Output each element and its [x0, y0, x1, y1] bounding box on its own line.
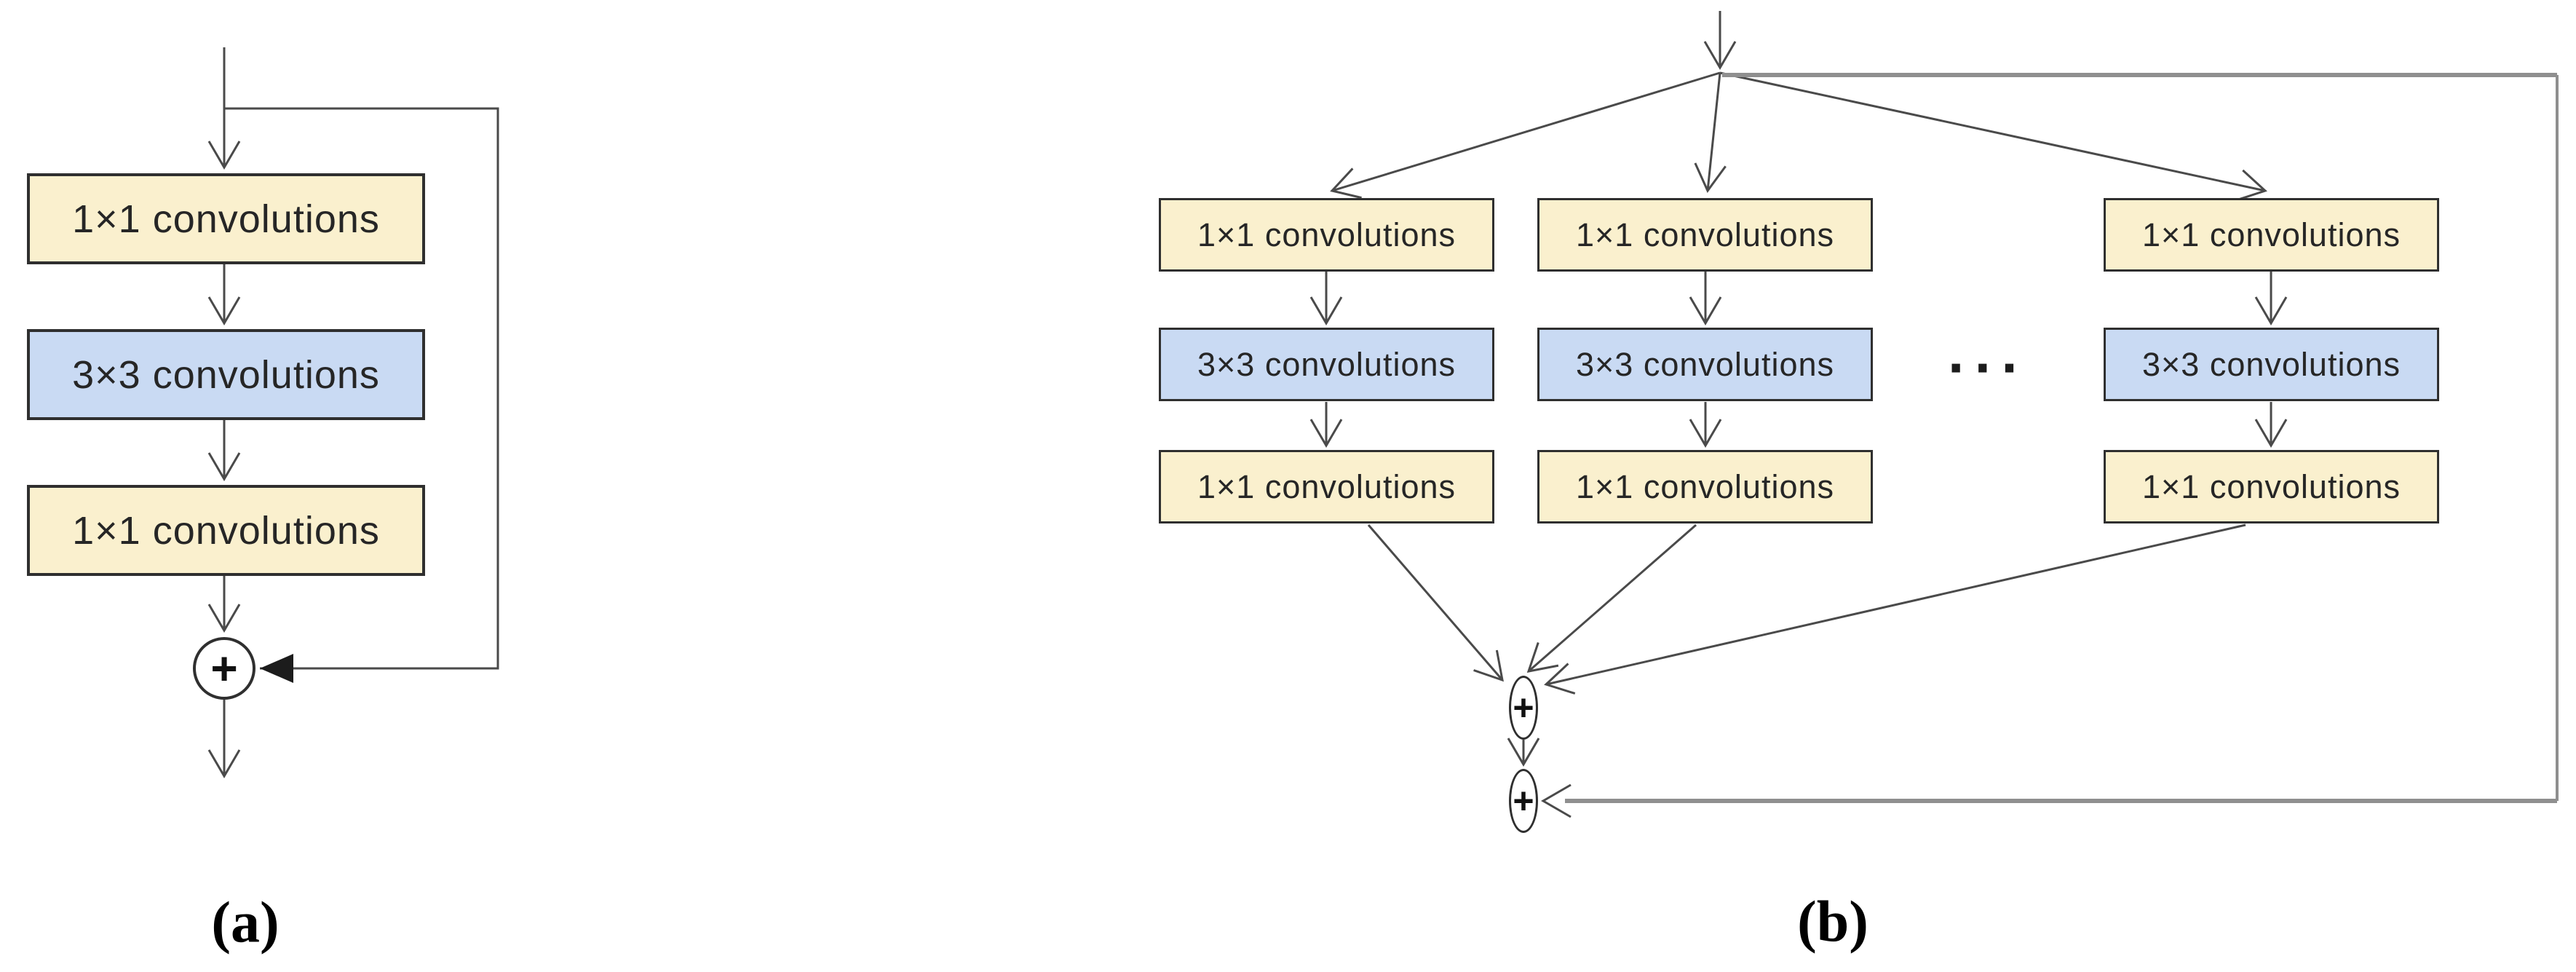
- b-branches-ellipsis: ···: [1948, 335, 2028, 400]
- b-branch3-conv3x3: 3×3 convolutions: [2104, 328, 2439, 401]
- b-split-right: [1719, 71, 2267, 202]
- b-split-left: [1330, 71, 1721, 199]
- panel-b-label: (b): [1797, 890, 1868, 955]
- panel-b-wires: [1309, 11, 2288, 818]
- a-add-operator: +: [193, 637, 255, 700]
- b-branch2-conv1x1-bottom: 1×1 convolutions: [1537, 450, 1873, 523]
- panel-a-label: (a): [211, 890, 280, 955]
- a-conv3x3-block: 3×3 convolutions: [27, 329, 425, 420]
- b-branch2-conv1x1-top: 1×1 convolutions: [1537, 198, 1873, 272]
- a-conv1x1-block-1: 1×1 convolutions: [27, 173, 425, 264]
- b-split-middle: [1694, 72, 1727, 193]
- b-merge-middle: [1526, 523, 1697, 673]
- b-branch3-conv1x1-bottom: 1×1 convolutions: [2104, 450, 2439, 523]
- b-add-operator-2: +: [1509, 769, 1538, 833]
- b-skip-arrowhead: [1541, 783, 1572, 818]
- a-plus-icon: +: [210, 642, 238, 695]
- a-conv1x1-block-2: 1×1 convolutions: [27, 485, 425, 576]
- b-branch1-conv3x3: 3×3 convolutions: [1159, 328, 1494, 401]
- b-plus-icon-2: +: [1513, 781, 1534, 821]
- b-plus-icon-1: +: [1513, 687, 1534, 728]
- b-merge-left: [1367, 524, 1504, 682]
- b-skip-connection: [1565, 73, 2559, 803]
- a-skip-connection: [224, 107, 499, 683]
- b-branch1-conv1x1-top: 1×1 convolutions: [1159, 198, 1494, 272]
- b-branch1-conv1x1-bottom: 1×1 convolutions: [1159, 450, 1494, 523]
- b-branch2-conv3x3: 3×3 convolutions: [1537, 328, 1873, 401]
- b-add-operator-1: +: [1509, 676, 1538, 740]
- b-merge-right: [1544, 523, 2246, 695]
- panel-a-wires: [207, 47, 499, 778]
- b-branch3-conv1x1-top: 1×1 convolutions: [2104, 198, 2439, 272]
